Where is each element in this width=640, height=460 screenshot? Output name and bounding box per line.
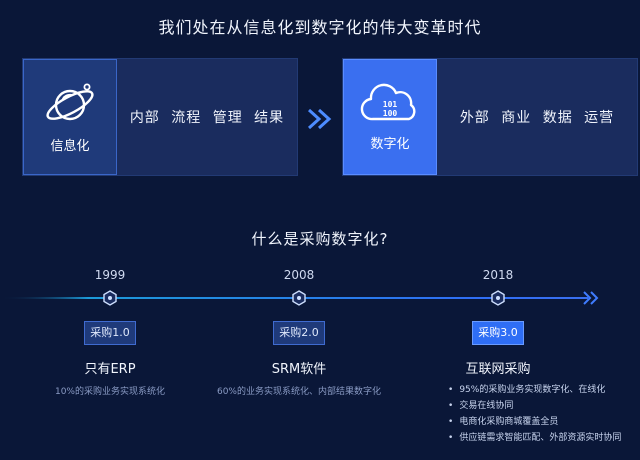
section-title: 什么是采购数字化? <box>251 230 389 248</box>
digitalization-label: 数字化 <box>370 136 410 152</box>
stage-name-erp: 只有ERP <box>84 362 136 377</box>
svg-text:101: 101 <box>383 100 398 109</box>
svg-text:100: 100 <box>383 109 398 118</box>
year-2008: 2008 <box>283 268 315 282</box>
planet-icon <box>46 83 94 120</box>
digitalization-icon-box: 101 100 数字化 <box>343 59 437 175</box>
page-title: 我们处在从信息化到数字化的伟大变革时代 <box>158 18 482 37</box>
digitalization-keywords: 外部 商业 数据 运营 <box>459 110 615 126</box>
informatization-panel: 信息化 内部 流程 管理 结果 <box>22 58 298 176</box>
list-item: 电商化采购商城覆盖全员 <box>448 414 638 430</box>
list-item: 95%的采购业务实现数字化、在线化 <box>448 382 638 398</box>
informatization-label: 信息化 <box>50 138 90 154</box>
stage-name-internet: 互联网采购 <box>465 362 531 377</box>
double-chevron-icon <box>307 108 332 130</box>
year-1999: 1999 <box>94 268 126 282</box>
stage-name-srm: SRM软件 <box>271 362 327 377</box>
digitalization-panel: 101 100 数字化 外部 商业 数据 运营 <box>342 58 638 176</box>
hexagon-node-icon <box>292 290 306 306</box>
informatization-icon-box: 信息化 <box>23 59 117 175</box>
stage-3-bullets: 95%的采购业务实现数字化、在线化 交易在线协同 电商化采购商城覆盖全员 供应链… <box>448 382 638 446</box>
list-item: 交易在线协同 <box>448 398 638 414</box>
badge-procurement-3: 采购3.0 <box>472 321 524 345</box>
stage-desc-erp: 10%的采购业务实现系统化 <box>54 387 165 397</box>
hexagon-node-icon <box>491 290 505 306</box>
informatization-keywords: 内部 流程 管理 结果 <box>129 110 285 126</box>
hexagon-node-icon <box>103 290 117 306</box>
year-2018: 2018 <box>482 268 514 282</box>
timeline-track <box>0 290 599 306</box>
badge-procurement-1: 采购1.0 <box>84 321 136 345</box>
cloud-data-icon: 101 100 <box>360 83 416 120</box>
list-item: 供应链需求智能匹配、外部资源实时协同 <box>448 430 638 446</box>
stage-desc-srm: 60%的业务实现系统化、内部结果数字化 <box>216 387 381 397</box>
badge-procurement-2: 采购2.0 <box>273 321 325 345</box>
